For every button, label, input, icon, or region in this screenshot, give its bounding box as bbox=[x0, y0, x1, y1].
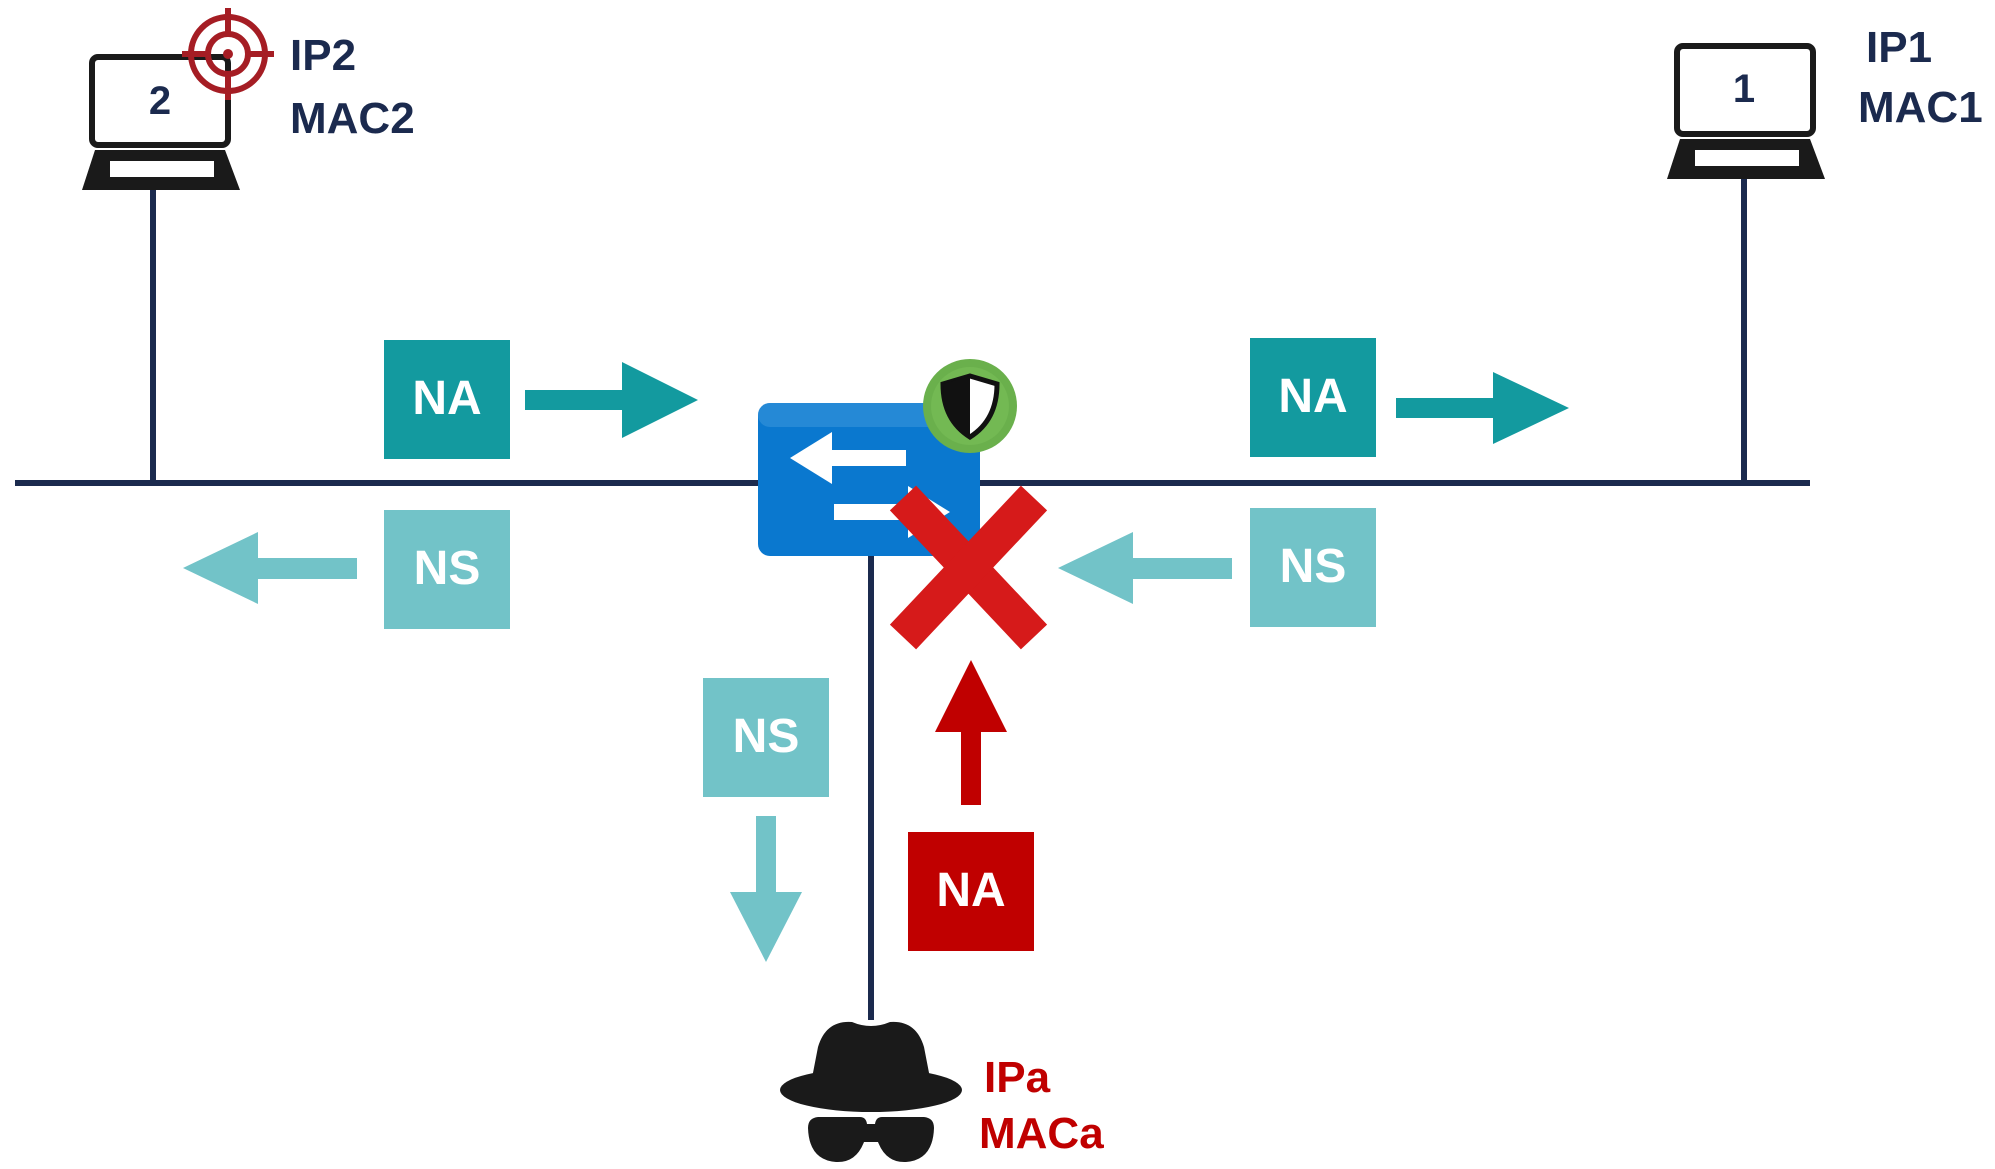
laptop-icon bbox=[1667, 43, 1825, 179]
shield-icon bbox=[923, 359, 1017, 453]
host1-ip-label: IP1 bbox=[1866, 23, 1932, 72]
ns-left-box bbox=[384, 510, 510, 629]
na-left-box bbox=[384, 340, 510, 459]
arrow-up-icon bbox=[935, 660, 1007, 805]
switch[interactable] bbox=[758, 359, 1017, 556]
attacker-mac-label: MACa bbox=[979, 1109, 1104, 1158]
na-right-message: NA bbox=[1250, 338, 1569, 457]
ns-right-box bbox=[1250, 508, 1376, 627]
arrow-left-icon bbox=[1058, 532, 1232, 604]
host1[interactable]: 1 IP1 MAC1 bbox=[1667, 23, 1983, 179]
host2-ip-label: IP2 bbox=[290, 31, 356, 80]
host2-number: 2 bbox=[149, 79, 171, 123]
attacker[interactable]: IPa MACa bbox=[780, 1021, 1104, 1163]
ns-attacker-label: NS bbox=[733, 710, 800, 763]
na-left-message: NA bbox=[384, 340, 698, 459]
host2[interactable]: 2 IP2 MAC2 bbox=[82, 8, 415, 190]
arrow-right-icon bbox=[525, 362, 698, 438]
target-crosshair-icon bbox=[182, 8, 274, 100]
ns-left-label: NS bbox=[414, 542, 481, 595]
arrow-down-icon bbox=[730, 816, 802, 962]
ns-right-message: NS bbox=[1058, 508, 1376, 627]
ns-attacker-message: NS bbox=[703, 678, 829, 962]
x-mark-icon bbox=[889, 485, 1048, 650]
attacker-ip-label: IPa bbox=[984, 1053, 1051, 1102]
na-attacker-label: NA bbox=[936, 864, 1005, 917]
laptop-icon bbox=[82, 54, 240, 190]
host2-mac-label: MAC2 bbox=[290, 94, 415, 143]
na-attacker-box bbox=[908, 832, 1034, 951]
na-right-box bbox=[1250, 338, 1376, 457]
arrow-left-icon bbox=[183, 532, 357, 604]
ns-right-label: NS bbox=[1280, 540, 1347, 593]
arrow-right-icon bbox=[1396, 372, 1569, 444]
na-left-label: NA bbox=[412, 372, 481, 425]
spy-hat-glasses-icon bbox=[780, 1021, 962, 1163]
ns-attacker-box bbox=[703, 678, 829, 797]
ns-left-message: NS bbox=[183, 510, 510, 629]
na-attacker-message: NA bbox=[908, 660, 1034, 951]
na-right-label: NA bbox=[1278, 370, 1347, 423]
host1-number: 1 bbox=[1733, 67, 1755, 111]
host1-mac-label: MAC1 bbox=[1858, 83, 1983, 132]
